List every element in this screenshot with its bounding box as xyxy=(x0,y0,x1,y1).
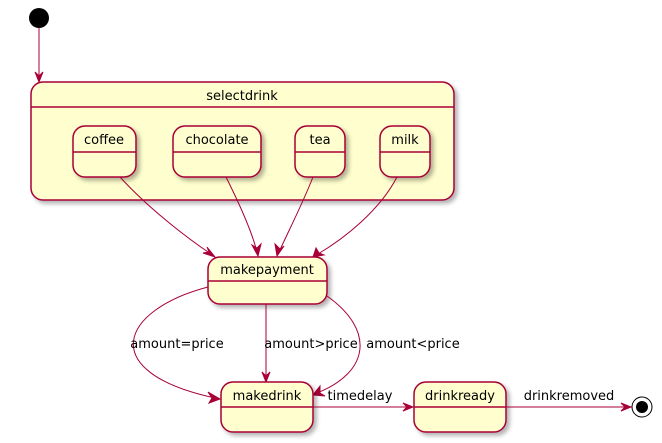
state-makedrink: makedrink xyxy=(220,381,314,433)
state-tea-label: tea xyxy=(309,133,330,148)
label-timedelay: timedelay xyxy=(328,389,393,404)
edge-chocolate-to-makepayment xyxy=(225,176,258,253)
arrowhead xyxy=(312,384,326,397)
label-amount-eq-price: amount=price xyxy=(130,337,223,352)
state-makepayment-label: makepayment xyxy=(220,263,314,278)
state-chocolate-label: chocolate xyxy=(185,133,248,148)
arrowhead xyxy=(207,391,222,404)
state-drinkready: drinkready xyxy=(413,381,507,433)
state-makedrink-label: makedrink xyxy=(233,389,302,404)
arrowhead xyxy=(620,402,633,412)
final-state xyxy=(631,396,653,418)
edge-milk-to-makepayment xyxy=(317,176,398,255)
arrowhead xyxy=(202,246,217,259)
label-drinkremoved: drinkremoved xyxy=(524,389,615,404)
label-amount-gt-price: amount>price xyxy=(264,337,357,352)
state-makepayment: makepayment xyxy=(207,256,328,305)
arrowhead xyxy=(402,402,415,412)
state-milk-label: milk xyxy=(391,133,419,148)
state-coffee-label: coffee xyxy=(84,133,124,148)
edge-amount-lt-price xyxy=(316,295,361,394)
arrowhead xyxy=(274,242,285,258)
edge-amount-eq-price xyxy=(132,286,216,399)
label-amount-lt-price: amount<price xyxy=(366,337,459,352)
state-drinkready-label: drinkready xyxy=(425,389,495,404)
composite-label: selectdrink xyxy=(206,89,278,104)
arrowhead xyxy=(250,242,262,258)
edge-coffee-to-makepayment xyxy=(119,176,212,255)
edge-tea-to-makepayment xyxy=(278,176,314,253)
arrowhead xyxy=(261,371,271,384)
arrowhead xyxy=(312,246,326,258)
state-chocolate: chocolate xyxy=(172,125,262,178)
arrowhead xyxy=(34,71,44,84)
state-tea: tea xyxy=(294,125,346,178)
state-coffee: coffee xyxy=(72,125,137,178)
state-milk: milk xyxy=(379,125,431,178)
initial-state xyxy=(29,8,49,28)
